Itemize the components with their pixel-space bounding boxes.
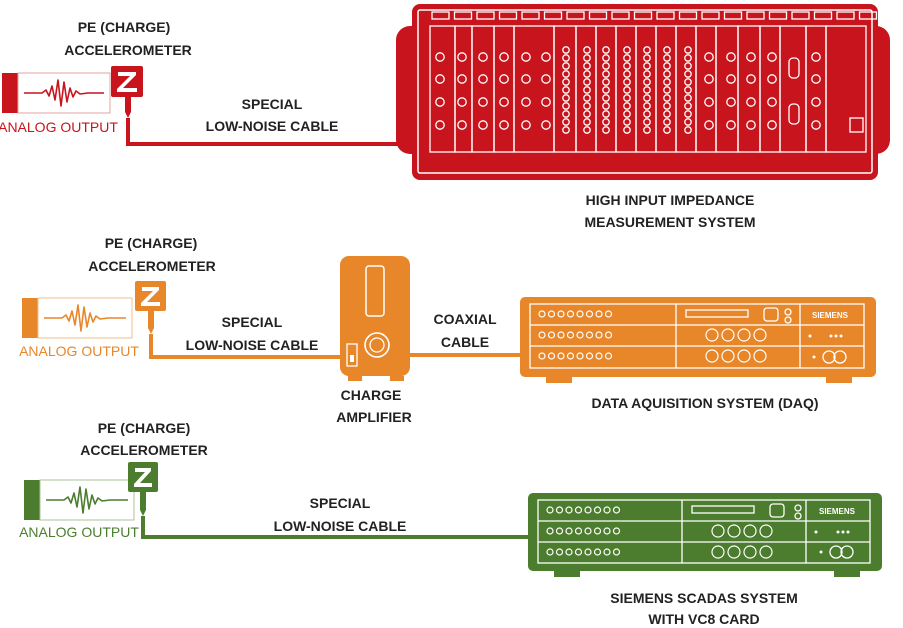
row3-cable-label-2: LOW-NOISE CABLE bbox=[274, 518, 407, 534]
accelerometer-z-icon bbox=[128, 462, 158, 516]
row3-sensor-label-1: PE (CHARGE) bbox=[98, 420, 191, 436]
row2-sensor-label-1: PE (CHARGE) bbox=[105, 235, 198, 251]
row3-daq-brand: SIEMENS bbox=[819, 507, 856, 516]
row1-cable-label-1: SPECIAL bbox=[242, 96, 303, 112]
row2-cable-to-amplifier bbox=[149, 334, 345, 359]
row1-system-label-1: HIGH INPUT IMPEDANCE bbox=[586, 192, 755, 208]
row3-analog-output bbox=[24, 479, 135, 521]
row2-analog-output bbox=[22, 297, 133, 339]
row1-sensor-label-2: ACCELEROMETER bbox=[64, 42, 192, 58]
row3-sensor-label-2: ACCELEROMETER bbox=[80, 442, 208, 458]
row1-cable-label-2: LOW-NOISE CABLE bbox=[206, 118, 339, 134]
row2-output-label: ANALOG OUTPUT bbox=[19, 343, 139, 359]
row2-coax-label-1: COAXIAL bbox=[434, 311, 497, 327]
row1-analog-output bbox=[2, 72, 111, 114]
row3-output-label: ANALOG OUTPUT bbox=[19, 524, 139, 540]
row3-cable-label-1: SPECIAL bbox=[310, 495, 371, 511]
row1-group: PE (CHARGE) ACCELEROMETER ANALOG OUTPUT … bbox=[0, 4, 890, 230]
row3-system-label-2: WITH VC8 CARD bbox=[648, 611, 759, 627]
daq-chassis-icon: SIEMENS bbox=[528, 493, 882, 577]
row2-amplifier-label-2: AMPLIFIER bbox=[336, 409, 411, 425]
accelerometer-z-icon bbox=[111, 66, 143, 118]
row2-coax-label-2: CABLE bbox=[441, 334, 489, 350]
row2-daq-brand: SIEMENS bbox=[812, 311, 849, 320]
row2-cable-label-1: SPECIAL bbox=[222, 314, 283, 330]
accelerometer-z-icon bbox=[135, 281, 166, 334]
vibration-wave-icon bbox=[44, 304, 126, 332]
vibration-wave-icon bbox=[46, 486, 128, 514]
row1-cable bbox=[126, 118, 400, 146]
row1-system-label-2: MEASUREMENT SYSTEM bbox=[584, 214, 755, 230]
row2-sensor-label-2: ACCELEROMETER bbox=[88, 258, 216, 274]
row2-amplifier-label-1: CHARGE bbox=[341, 387, 402, 403]
row2-cable-label-2: LOW-NOISE CABLE bbox=[186, 337, 319, 353]
row1-output-label: ANALOG OUTPUT bbox=[0, 119, 118, 135]
row3-group: SIEMENS PE (CHARGE) ACCELEROMETER ANALOG… bbox=[19, 420, 882, 627]
row2-group: SIEMENS PE (CHARGE) ACCELEROMETER ANALOG… bbox=[19, 235, 876, 425]
row2-daq-label: DATA AQUISITION SYSTEM (DAQ) bbox=[591, 395, 818, 411]
charge-amplifier-icon bbox=[340, 256, 410, 381]
row3-system-label-1: SIEMENS SCADAS SYSTEM bbox=[610, 590, 797, 606]
row1-sensor-label-1: PE (CHARGE) bbox=[78, 19, 171, 35]
row3-cable bbox=[141, 516, 532, 539]
daq-chassis-icon: SIEMENS bbox=[520, 297, 876, 383]
measurement-rack-icon bbox=[396, 4, 890, 180]
vibration-wave-icon bbox=[24, 79, 104, 107]
